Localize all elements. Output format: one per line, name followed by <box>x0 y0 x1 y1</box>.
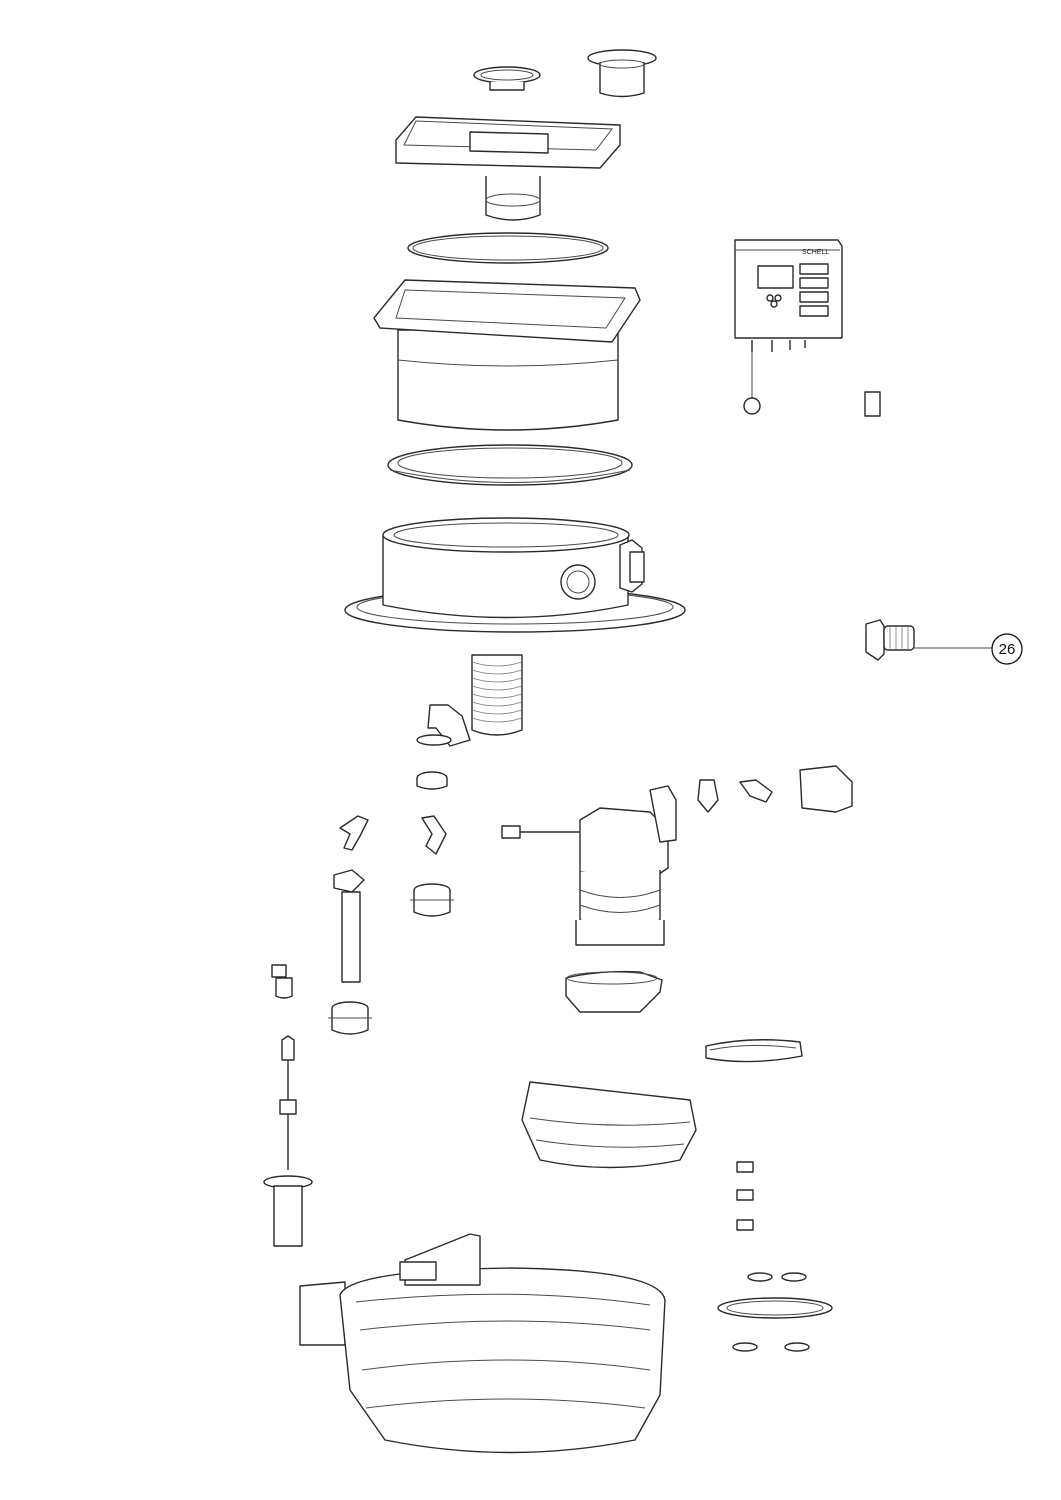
extension-frame-part <box>373 279 641 431</box>
callout-26-label: 26 <box>999 641 1016 658</box>
coupling-lower-part <box>328 1001 372 1035</box>
pump-assembly-part <box>501 765 853 946</box>
top-seal-ring-part <box>473 66 541 91</box>
cover-plate-part <box>395 116 621 221</box>
controller-box-part: SCHELL <box>734 239 881 417</box>
corrugated-pipe-part <box>416 654 523 747</box>
top-cap-part <box>587 49 657 98</box>
base-ring-part <box>344 517 686 633</box>
plug-pair-upper <box>747 1272 807 1282</box>
o-ring-part <box>407 232 609 264</box>
coupling-part <box>410 883 454 917</box>
vertical-tube-part <box>333 869 365 983</box>
controller-brand-label: SCHELL <box>802 249 829 256</box>
small-valve-part <box>271 964 293 999</box>
part-26-fitting <box>865 619 992 661</box>
sensor-rod-part <box>279 1035 297 1170</box>
flat-gasket-part <box>717 1297 833 1319</box>
main-tank-part <box>299 1233 666 1454</box>
lower-housing-part <box>521 1081 697 1169</box>
callout-26: 26 <box>991 633 1023 665</box>
inspection-lid-part <box>705 1039 803 1063</box>
pump-bowl-part <box>565 970 663 1013</box>
small-nut-part <box>416 771 448 790</box>
clamp-middle-part <box>421 815 447 855</box>
plug-pair-lower <box>732 1342 810 1352</box>
clamp-left-part <box>339 815 369 851</box>
large-seal-ring-part <box>387 444 633 486</box>
sleeve-part <box>263 1175 313 1247</box>
small-plugs-column <box>736 1161 754 1231</box>
